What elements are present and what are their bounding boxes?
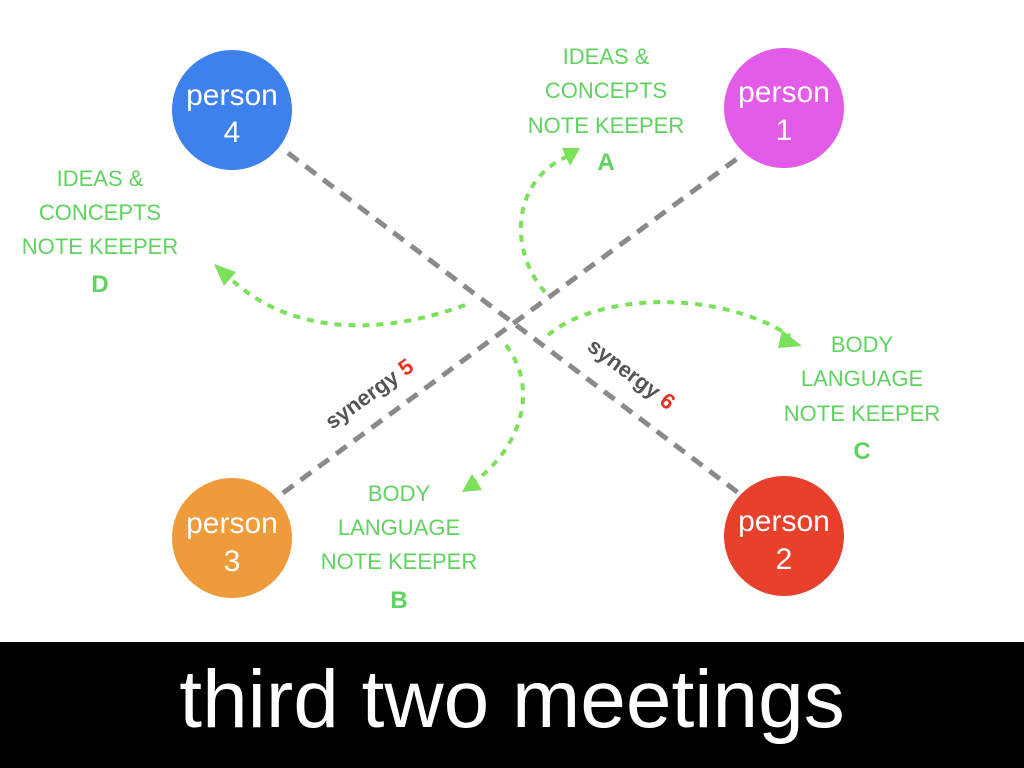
synergy-6-label: synergy 6: [583, 333, 680, 415]
person-2-node: person 2: [724, 476, 844, 596]
arrowhead-a: [562, 148, 580, 166]
note-keeper-c-line-1: BODY: [831, 332, 894, 357]
arrowhead-d: [214, 264, 236, 286]
person-1-number: 1: [776, 114, 793, 147]
arrowhead-b: [462, 474, 482, 492]
footer-title-bar: third two meetings: [0, 642, 1024, 768]
synergy-6-word: synergy: [583, 333, 666, 404]
note-keeper-c: BODY LANGUAGE NOTE KEEPER C: [784, 332, 940, 465]
note-keeper-c-letter: C: [853, 438, 870, 465]
connector-person3-person1: [281, 155, 740, 496]
note-keeper-b: BODY LANGUAGE NOTE KEEPER B: [321, 481, 477, 614]
note-keeper-a-line-2: CONCEPTS: [545, 78, 667, 103]
meeting-diagram: person 4 person 1 person 3 person 2 IDEA…: [22, 44, 940, 614]
person-4-node: person 4: [172, 50, 292, 170]
note-keeper-b-line-2: LANGUAGE: [338, 515, 460, 540]
person-1-node: person 1: [724, 48, 844, 168]
synergy-5-label: synergy 5: [320, 353, 418, 434]
person-3-number: 3: [224, 545, 241, 578]
note-keeper-c-line-2: LANGUAGE: [801, 366, 923, 391]
connector-person4-person2: [286, 151, 742, 496]
arrowhead-c: [778, 330, 802, 348]
person-4-number: 4: [224, 116, 241, 149]
person-2-number: 2: [776, 543, 793, 576]
note-keeper-d: IDEAS & CONCEPTS NOTE KEEPER D: [22, 166, 178, 298]
flow-arrow-c: [546, 300, 792, 338]
note-keeper-b-line-3: NOTE KEEPER: [321, 549, 477, 574]
note-keeper-d-line-2: CONCEPTS: [39, 200, 161, 225]
flow-arrow-d: [224, 272, 466, 328]
person-2-label: person: [738, 505, 830, 538]
person-4-label: person: [186, 79, 278, 112]
flow-arrow-a: [518, 154, 569, 294]
flow-arrow-b: [472, 343, 526, 484]
note-keeper-a-line-3: NOTE KEEPER: [528, 113, 684, 138]
synergy-5-number: 5: [393, 353, 418, 380]
synergy-6-number: 6: [655, 388, 680, 415]
note-keeper-b-letter: B: [390, 587, 407, 614]
footer-title: third two meetings: [179, 654, 845, 745]
note-keeper-d-line-1: IDEAS &: [57, 166, 144, 191]
note-keeper-a-letter: A: [597, 149, 614, 176]
note-keeper-d-line-3: NOTE KEEPER: [22, 234, 178, 259]
note-keeper-b-line-1: BODY: [368, 481, 431, 506]
note-keeper-a: IDEAS & CONCEPTS NOTE KEEPER A: [528, 44, 684, 176]
person-1-label: person: [738, 76, 830, 109]
note-keeper-a-line-1: IDEAS &: [563, 44, 650, 69]
synergy-5-word: synergy: [320, 364, 404, 434]
note-keeper-c-line-3: NOTE KEEPER: [784, 401, 940, 426]
note-keeper-d-letter: D: [91, 271, 108, 298]
person-3-label: person: [186, 507, 278, 540]
person-3-node: person 3: [172, 478, 292, 598]
